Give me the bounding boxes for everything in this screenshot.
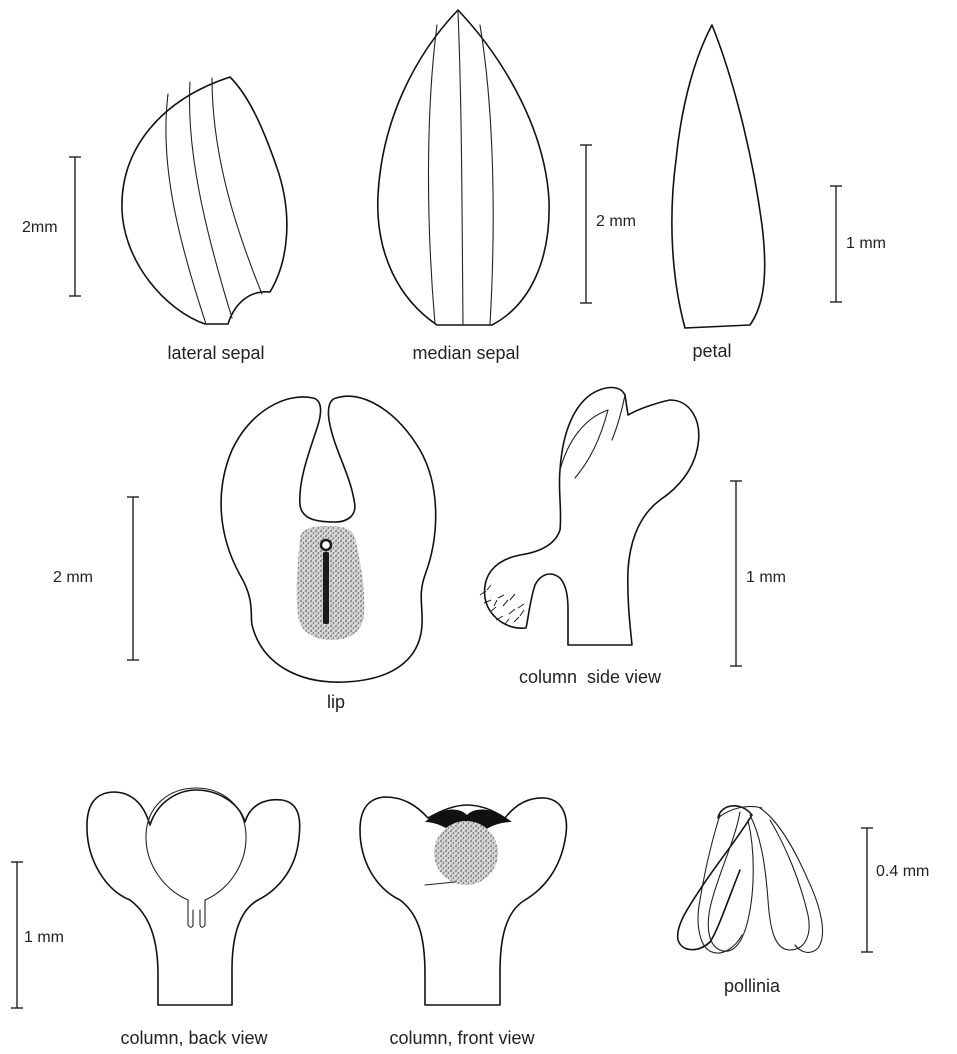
column-back-view-label: column, back view — [120, 1028, 268, 1048]
column-front-view-label: column, front view — [389, 1028, 535, 1048]
column-side-view-label: column side view — [519, 667, 662, 687]
median-sepal-figure: 2 mm median sepal — [378, 10, 636, 363]
petal-scale-label: 1 mm — [846, 235, 886, 252]
petal-label: petal — [692, 341, 731, 361]
lip-label: lip — [327, 692, 345, 712]
median-sepal-outline — [378, 10, 549, 325]
lip-scale-label: 2 mm — [53, 569, 93, 586]
lateral-sepal-label: lateral sepal — [167, 343, 264, 363]
column-side-scale-label: 1 mm — [746, 569, 786, 586]
pollinium-inner-right — [750, 815, 809, 950]
column-back-view-figure: 1 mm column, back view — [11, 788, 300, 1048]
pollinia-label: pollinia — [724, 976, 781, 996]
column-side-view-figure: 1 mm column side view — [480, 388, 786, 688]
lateral-sepal-scale-label: 2mm — [22, 219, 58, 236]
column-side-outline — [485, 388, 699, 646]
pollinium-outline — [678, 806, 752, 950]
column-front-stigma-stipple — [434, 821, 498, 885]
lateral-sepal-outline — [122, 77, 287, 324]
median-sepal-scale-label: 2 mm — [596, 213, 636, 230]
lateral-sepal-figure: 2mm lateral sepal — [22, 77, 287, 363]
lip-median-ridge — [323, 552, 329, 624]
lip-figure: 2 mm lip — [53, 396, 436, 712]
column-front-view-figure: column, front view — [360, 797, 566, 1048]
lip-ridge-knob — [321, 540, 331, 550]
column-back-outline — [87, 790, 300, 1005]
column-back-scale-label: 1 mm — [24, 929, 64, 946]
pollinia-figure: 0.4 mm pollinia — [678, 806, 930, 996]
petal-outline — [672, 25, 765, 328]
pollinia-scale-label: 0.4 mm — [876, 863, 929, 880]
median-sepal-label: median sepal — [412, 343, 519, 363]
petal-figure: 1 mm petal — [672, 25, 886, 361]
pollinium-outer-right — [760, 808, 823, 952]
